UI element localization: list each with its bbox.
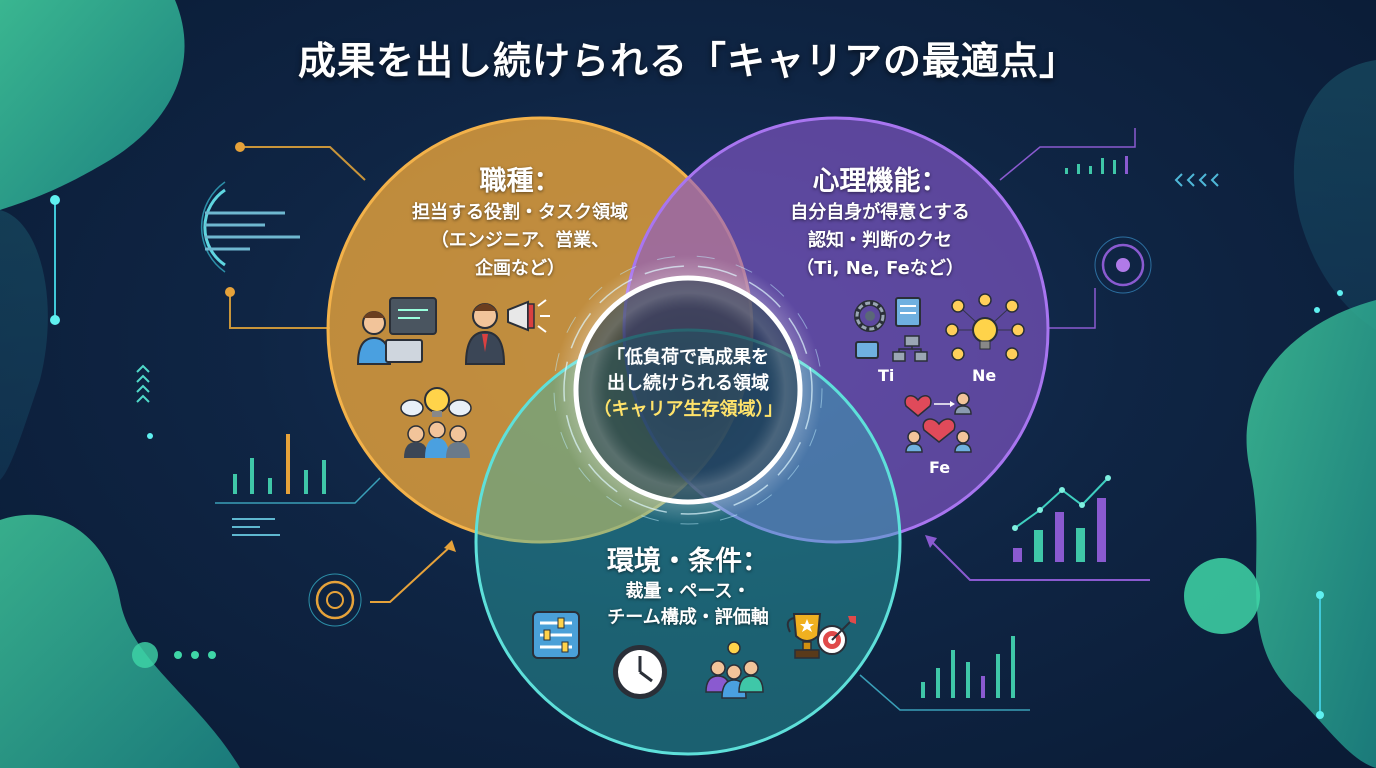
psych-circle-text: 心理機能： 自分自身が得意とする 認知・判断のクセ （Ti, Ne, Feなど） bbox=[720, 165, 1040, 283]
psych-heading: 心理機能： bbox=[812, 166, 948, 197]
orb-right bbox=[1184, 558, 1260, 634]
center-sweet-spot-text: 「低負荷で高成果を 出し続けられる領域 （キャリア生存領域）」 bbox=[553, 345, 823, 423]
heart-exchange-icon bbox=[904, 392, 972, 453]
team-idea-icon bbox=[705, 641, 764, 699]
env-circle-text: 環境・条件： 裁量・ペース・ チーム構成・評価軸 bbox=[538, 545, 838, 631]
job-circle-text: 職種： 担当する役割・タスク領域 （エンジニア、営業、 企画など） bbox=[370, 165, 670, 283]
center-line-2: 出し続けられる領域 bbox=[607, 373, 769, 394]
presenter-megaphone-icon bbox=[464, 299, 550, 365]
job-line-2: （エンジニア、営業、 bbox=[430, 230, 610, 251]
trophy-target-icon bbox=[786, 613, 856, 659]
lightbulb-network-icon bbox=[945, 293, 1025, 361]
blob-right-bottom bbox=[1246, 300, 1376, 768]
center-ring bbox=[573, 275, 803, 505]
page-title: 成果を出し続けられる「キャリアの最適点」 bbox=[297, 39, 1078, 83]
ti-label: Ti bbox=[878, 366, 895, 385]
blob-bottom-left bbox=[0, 514, 240, 768]
team-brainstorm-icon bbox=[400, 387, 472, 458]
env-heading: 環境・条件： bbox=[607, 546, 769, 577]
clock-icon bbox=[613, 645, 667, 699]
env-line-2: チーム構成・評価軸 bbox=[607, 607, 769, 628]
ne-label: Ne bbox=[972, 366, 997, 385]
fe-label: Fe bbox=[929, 458, 951, 477]
job-line-1: 担当する役割・タスク領域 bbox=[412, 202, 628, 223]
job-line-3: 企画など） bbox=[475, 258, 565, 279]
job-heading: 職種： bbox=[479, 166, 561, 197]
gear-flowchart-icon bbox=[854, 297, 928, 362]
blob-left-mid bbox=[0, 210, 48, 480]
psych-line-3: （Ti, Ne, Feなど） bbox=[796, 258, 964, 279]
blob-right-top bbox=[1293, 60, 1376, 330]
engineer-at-laptop-icon bbox=[356, 297, 437, 365]
blob-top-left bbox=[0, 0, 185, 210]
center-highlight: （キャリア生存領域）」 bbox=[593, 399, 783, 420]
psych-line-1: 自分自身が得意とする bbox=[790, 202, 970, 223]
center-line-1: 「低負荷で高成果を bbox=[607, 347, 769, 368]
env-line-1: 裁量・ペース・ bbox=[625, 581, 751, 602]
psych-line-2: 認知・判断のクセ bbox=[808, 230, 952, 251]
settings-sliders-icon bbox=[532, 611, 580, 659]
